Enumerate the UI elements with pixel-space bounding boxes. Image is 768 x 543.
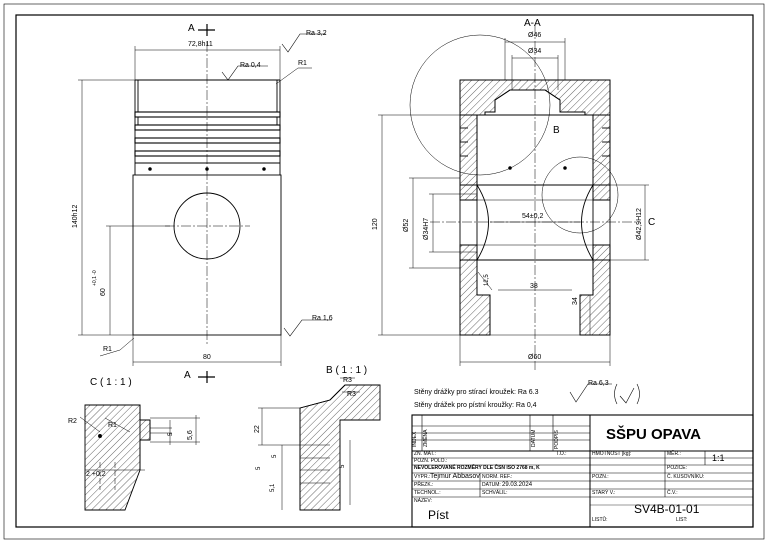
tb-rev-header-index: INDEX [412,431,418,447]
note-line-2: Stěny drážek pro pístní kroužky: Ra 0,4 [414,402,537,409]
tb-norm-label: NORM. REF.: [482,474,513,480]
section-view [378,25,649,370]
detail-b-view [258,377,381,511]
tb-prezk-label: PŘEZK.: [414,482,434,488]
detail-c-dim-5: 5 [168,432,174,436]
section-title: A-A [524,18,541,29]
detail-c-label: C [648,217,656,228]
roughness-bottom: Ra 1,6 [312,315,333,322]
detail-c-view [79,404,200,511]
section-marker-bottom: A [184,370,191,381]
tb-rev-header-change: ZMĚNA [423,429,429,448]
tb-school: SŠPU OPAVA [606,426,702,443]
detail-b-dim-22: 22 [254,425,261,433]
tb-list-label: LIST: [676,517,688,523]
tb-rev-header-date: DATUM [531,429,537,447]
tb-scale-label: MĚR.: [667,451,681,457]
tb-zn-mat-label: ZN. MAT.: [414,451,436,457]
dim-bottom-width: 80 [203,354,211,361]
detail-b-r3a: R3 [343,377,352,384]
tb-mass-label: HMOTNOST [kg]: [592,451,632,457]
tb-rev-header-sign: PODPIS [554,430,560,449]
tb-part-name: Píst [428,508,449,522]
detail-b-title: B ( 1 : 1 ) [326,365,368,376]
dia-60: Ø60 [528,354,542,361]
dim-pin-height-tol: +0,1 -0 [92,270,98,286]
tb-kusovnik-label: Č. KUSOVNÍKU: [667,474,705,480]
section-marker-top: A [188,23,195,34]
dim-height: 140h12 [72,204,79,228]
tb-nazev-label: NÁZEV: [414,498,432,504]
radius-top: R1 [298,60,307,67]
tb-drawing-number: SV4B-01-01 [634,502,700,516]
tb-note-iso: NEVOLEROVANÉ ROZMĚRY DLE ČSN ISO 2768 m,… [414,465,540,471]
tb-scale-value: 1:1 [712,453,725,463]
detail-b-r3b: R3 [347,391,356,398]
dia-34: Ø34 [528,48,542,55]
tb-datum-label: DATUM: [482,482,501,488]
radius-bottom: R1 [103,346,112,353]
tb-pozn-label: POZN.: [592,474,609,480]
dim-38: 38 [530,283,538,290]
dim-54: 54±0,2 [522,213,544,220]
dim-pin-height-main: 60 [100,288,107,296]
dim-top-width: 72,8h11 [188,41,213,48]
tb-vypr-label: VYPR.: [414,474,431,480]
tb-technol-label: TECHNOL.: [414,490,441,496]
dia-42: Ø42,9H12 [636,208,643,240]
dia-52: Ø52 [403,218,410,232]
detail-b-dim-5b: 5 [256,466,262,470]
tb-listu-label: LISTŮ: [592,517,608,523]
detail-b-dim-51: 5,1 [270,483,276,492]
tb-date: 29.03.2024 [502,482,533,488]
tb-to-label: T.O.: [556,451,567,457]
outer-frame [3,3,765,540]
detail-c-dim-2: 2 +0,2 [86,471,106,478]
general-roughness-symbol [569,383,640,405]
dim-12: 12,5 [484,274,490,286]
note-line-1: Stěny drážky pro stírací kroužek: Ra 6.3 [414,389,539,396]
inner-frame [15,14,754,528]
roughness-side: Ra 0,4 [240,62,261,69]
front-view [78,24,332,383]
detail-b-dim-5a: 5 [272,454,278,458]
dim-34: 34 [572,297,579,305]
tb-pozice-label: POZICE: [667,465,688,471]
dia-46: Ø46 [528,32,542,39]
tb-cv-label: Č.V.: [667,490,678,496]
tb-author: Tejmur Abbasov [430,473,480,480]
tb-stary-label: STARÝ V.: [592,490,616,496]
detail-c-title: C ( 1 : 1 ) [90,377,132,388]
tb-schvalil-label: SCHVÁLIL: [482,490,508,496]
dim-120: 120 [372,218,379,230]
detail-b-label: B [553,125,560,136]
detail-c-r2: R2 [68,418,77,425]
tb-poloz-label: POZN. POLO.: [414,458,448,464]
detail-b-dim-5c: 5 [340,464,346,468]
detail-c-dim-56: 5,6 [187,430,194,440]
note-general-roughness: Ra 6,3 [588,380,609,387]
roughness-top: Ra 3,2 [306,30,327,37]
dia-34h7: Ø34H7 [423,217,430,240]
title-block [411,414,754,528]
detail-c-r1: R1 [108,422,117,429]
